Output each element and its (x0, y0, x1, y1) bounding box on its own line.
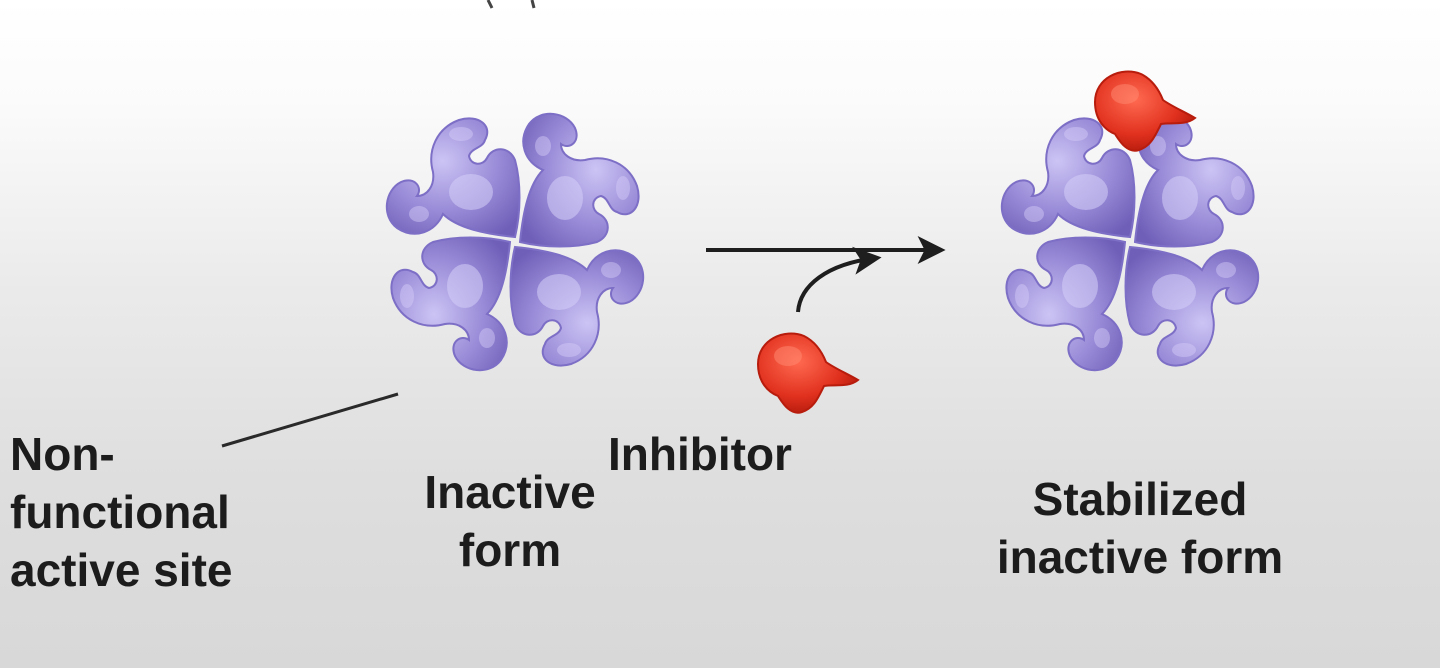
stabilized-label-line-2: inactive form (996, 531, 1284, 583)
enzyme-subunit-3 (1124, 246, 1260, 367)
stabilized-enzyme (1000, 112, 1260, 372)
enzyme-subunit-4 (390, 236, 511, 372)
inactive-label-line-1: Inactive (424, 466, 596, 518)
inhibitor-binding-arrow (796, 246, 882, 313)
inactive-form-label: Inactive form (405, 463, 615, 579)
site-label-line-2: functional (10, 486, 230, 538)
non-functional-active-site-label: Non- functional active site (10, 425, 232, 599)
site-label-line-3: active site (10, 544, 233, 596)
site-label-line-1: Non- (10, 428, 115, 480)
stabilized-label-line-1: Stabilized (1032, 473, 1248, 525)
stabilized-inactive-form-label: Stabilized inactive form (960, 470, 1320, 586)
inactive-enzyme (385, 112, 645, 372)
enzyme-subunit-4 (1005, 236, 1126, 372)
inactive-label-line-2: form (458, 524, 562, 576)
enzyme-subunit-1 (385, 117, 521, 238)
free-inhibitor (757, 332, 859, 414)
enzyme-subunit-1 (1000, 117, 1136, 238)
enzyme-subunit-2 (519, 112, 640, 248)
enzyme-subunit-3 (509, 246, 645, 367)
inhibitor-label: Inhibitor (608, 428, 792, 480)
cropped-top-marks (486, 0, 536, 9)
active-site-pointer (221, 392, 399, 448)
